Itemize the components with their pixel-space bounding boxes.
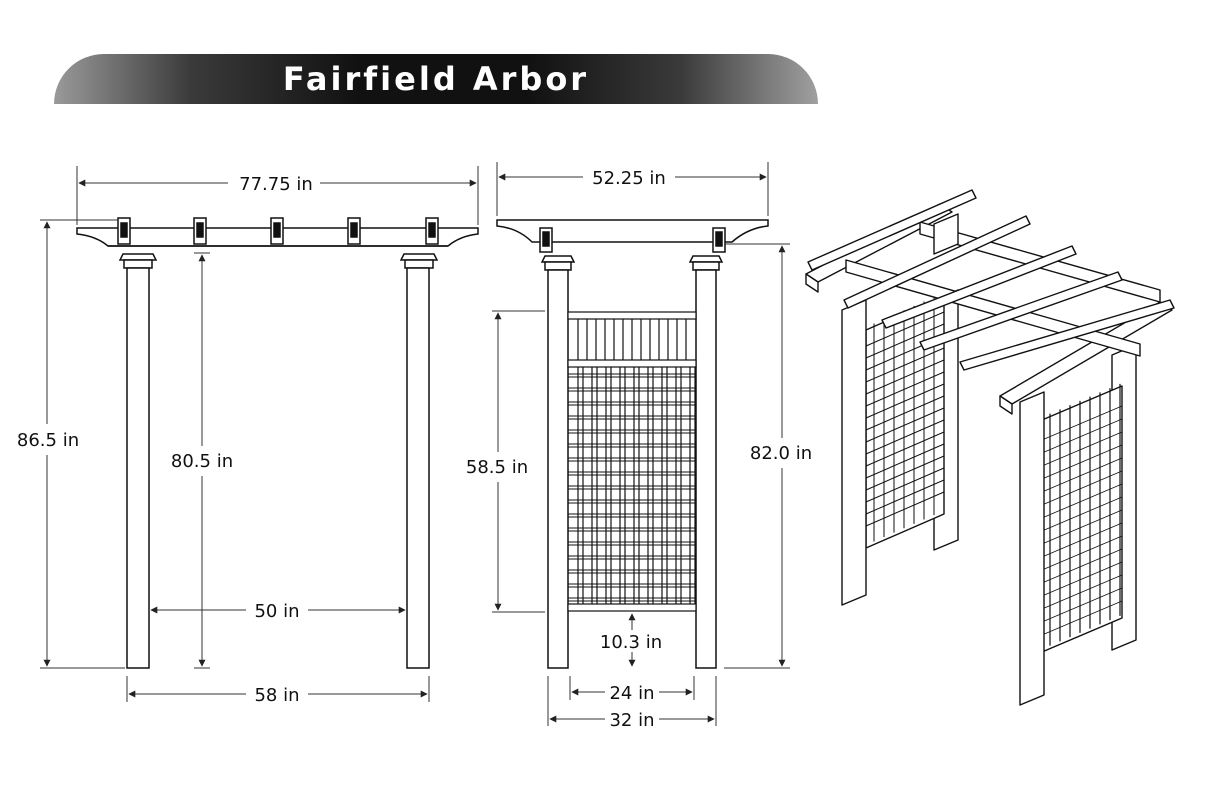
label-panel-height: 58.5 in <box>466 457 528 478</box>
label-inner-span: 50 in <box>254 601 299 622</box>
label-outer-depth: 32 in <box>609 710 654 731</box>
side-view <box>496 219 769 669</box>
front-rafter-ends <box>117 217 439 245</box>
title-banner: Fairfield Arbor <box>54 54 818 104</box>
isometric-view <box>805 189 1175 706</box>
side-dimensions <box>492 162 790 726</box>
label-overall-width: 77.75 in <box>239 174 313 195</box>
label-overall-depth: 52.25 in <box>592 168 666 189</box>
side-right-post <box>688 255 724 669</box>
label-outer-span: 58 in <box>254 685 299 706</box>
iso-left-panel <box>865 295 945 549</box>
front-dimension-labels: 77.75 in 86.5 in 80.5 in 50 in 58 in <box>17 174 313 706</box>
label-inner-depth: 24 in <box>609 683 654 704</box>
front-view <box>76 217 479 669</box>
label-post-height: 80.5 in <box>171 451 233 472</box>
title: Fairfield Arbor <box>282 60 590 98</box>
front-left-post <box>118 253 158 669</box>
front-right-post <box>399 253 439 669</box>
side-top-beam <box>496 219 769 243</box>
label-overall-height: 86.5 in <box>17 430 79 451</box>
label-side-height: 82.0 in <box>750 443 812 464</box>
side-dimension-labels: 52.25 in 58.5 in 82.0 in 10.3 in 24 in 3… <box>466 168 812 731</box>
front-dimensions <box>40 166 479 702</box>
side-panel <box>567 311 697 612</box>
label-ground-clearance: 10.3 in <box>600 632 662 653</box>
side-left-post <box>540 255 576 669</box>
